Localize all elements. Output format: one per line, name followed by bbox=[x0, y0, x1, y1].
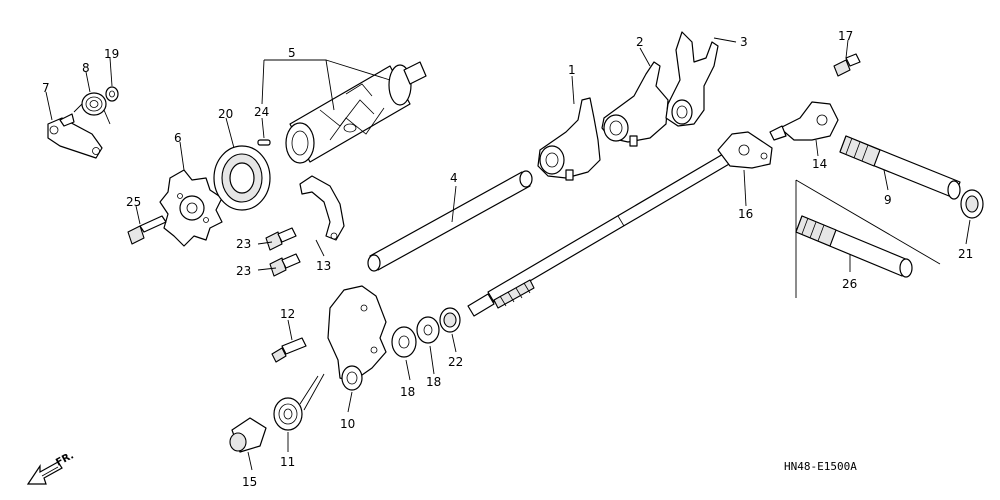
part-7-bracket bbox=[47, 113, 103, 159]
callout-18-b: 18 bbox=[426, 375, 441, 389]
part-2-shift-fork bbox=[601, 61, 669, 147]
callout-26: 26 bbox=[842, 277, 857, 291]
part-17-bolt bbox=[833, 53, 861, 77]
part-8-spring bbox=[73, 92, 111, 125]
part-3-shift-fork bbox=[665, 31, 719, 127]
callout-17: 17 bbox=[838, 29, 853, 43]
callout-23-upper: 23 bbox=[236, 237, 251, 251]
callout-15: 15 bbox=[242, 475, 257, 489]
callout-22: 22 bbox=[448, 355, 463, 369]
callout-24: 24 bbox=[254, 105, 269, 119]
diagram-code: HN48-E1500A bbox=[784, 460, 857, 473]
callout-13: 13 bbox=[316, 259, 331, 273]
part-10-shift-arm bbox=[327, 285, 387, 391]
callout-19: 19 bbox=[104, 47, 119, 61]
callout-20: 20 bbox=[218, 107, 233, 121]
callout-8: 8 bbox=[82, 61, 90, 75]
part-5-shift-drum bbox=[285, 61, 427, 164]
callout-10: 10 bbox=[340, 417, 355, 431]
callout-16: 16 bbox=[738, 207, 753, 221]
part-18-washer-b bbox=[416, 316, 440, 344]
part-20-bearing bbox=[213, 145, 271, 211]
callout-4: 4 bbox=[450, 171, 458, 185]
part-14-shift-lever bbox=[769, 101, 839, 141]
part-23-bolt-upper bbox=[265, 227, 297, 251]
front-arrow-icon bbox=[26, 461, 63, 485]
part-22-oil-seal bbox=[439, 307, 461, 333]
callout-14: 14 bbox=[812, 157, 827, 171]
part-6-star-plate bbox=[159, 169, 223, 247]
leader-lines bbox=[45, 37, 971, 471]
part-23-bolt-lower bbox=[269, 253, 301, 277]
part-24-pin bbox=[257, 139, 271, 146]
part-18-washer-a bbox=[391, 326, 417, 358]
callouts: 7 8 19 5 20 24 6 25 23 23 13 4 1 2 3 17 … bbox=[42, 29, 973, 489]
callout-11: 11 bbox=[280, 455, 295, 469]
callout-25: 25 bbox=[126, 195, 141, 209]
part-9-shaft bbox=[839, 135, 961, 200]
part-15-collar bbox=[229, 417, 267, 453]
callout-7: 7 bbox=[42, 81, 50, 95]
callout-1: 1 bbox=[568, 63, 576, 77]
part-19-collar bbox=[105, 86, 119, 102]
part-13-stopper-plate bbox=[299, 175, 345, 241]
part-12-bolt bbox=[271, 337, 307, 363]
callout-9: 9 bbox=[884, 193, 892, 207]
front-label: FR. bbox=[54, 450, 76, 468]
part-25-bolt bbox=[127, 215, 167, 245]
callout-18-a: 18 bbox=[400, 385, 415, 399]
callout-23-lower: 23 bbox=[236, 264, 251, 278]
callout-12: 12 bbox=[280, 307, 295, 321]
front-direction-marker: FR. bbox=[26, 450, 76, 485]
part-26-shaft bbox=[795, 179, 941, 298]
callout-6: 6 bbox=[174, 131, 182, 145]
callout-3: 3 bbox=[740, 35, 748, 49]
part-11-return-spring bbox=[273, 373, 325, 431]
part-21-seal bbox=[960, 189, 984, 219]
callout-5: 5 bbox=[288, 46, 296, 60]
part-16-gearshift-spindle bbox=[467, 131, 773, 317]
part-1-shift-fork bbox=[537, 97, 601, 181]
callout-2: 2 bbox=[636, 35, 644, 49]
callout-21: 21 bbox=[958, 247, 973, 261]
part-4-guide-shaft bbox=[367, 170, 533, 272]
